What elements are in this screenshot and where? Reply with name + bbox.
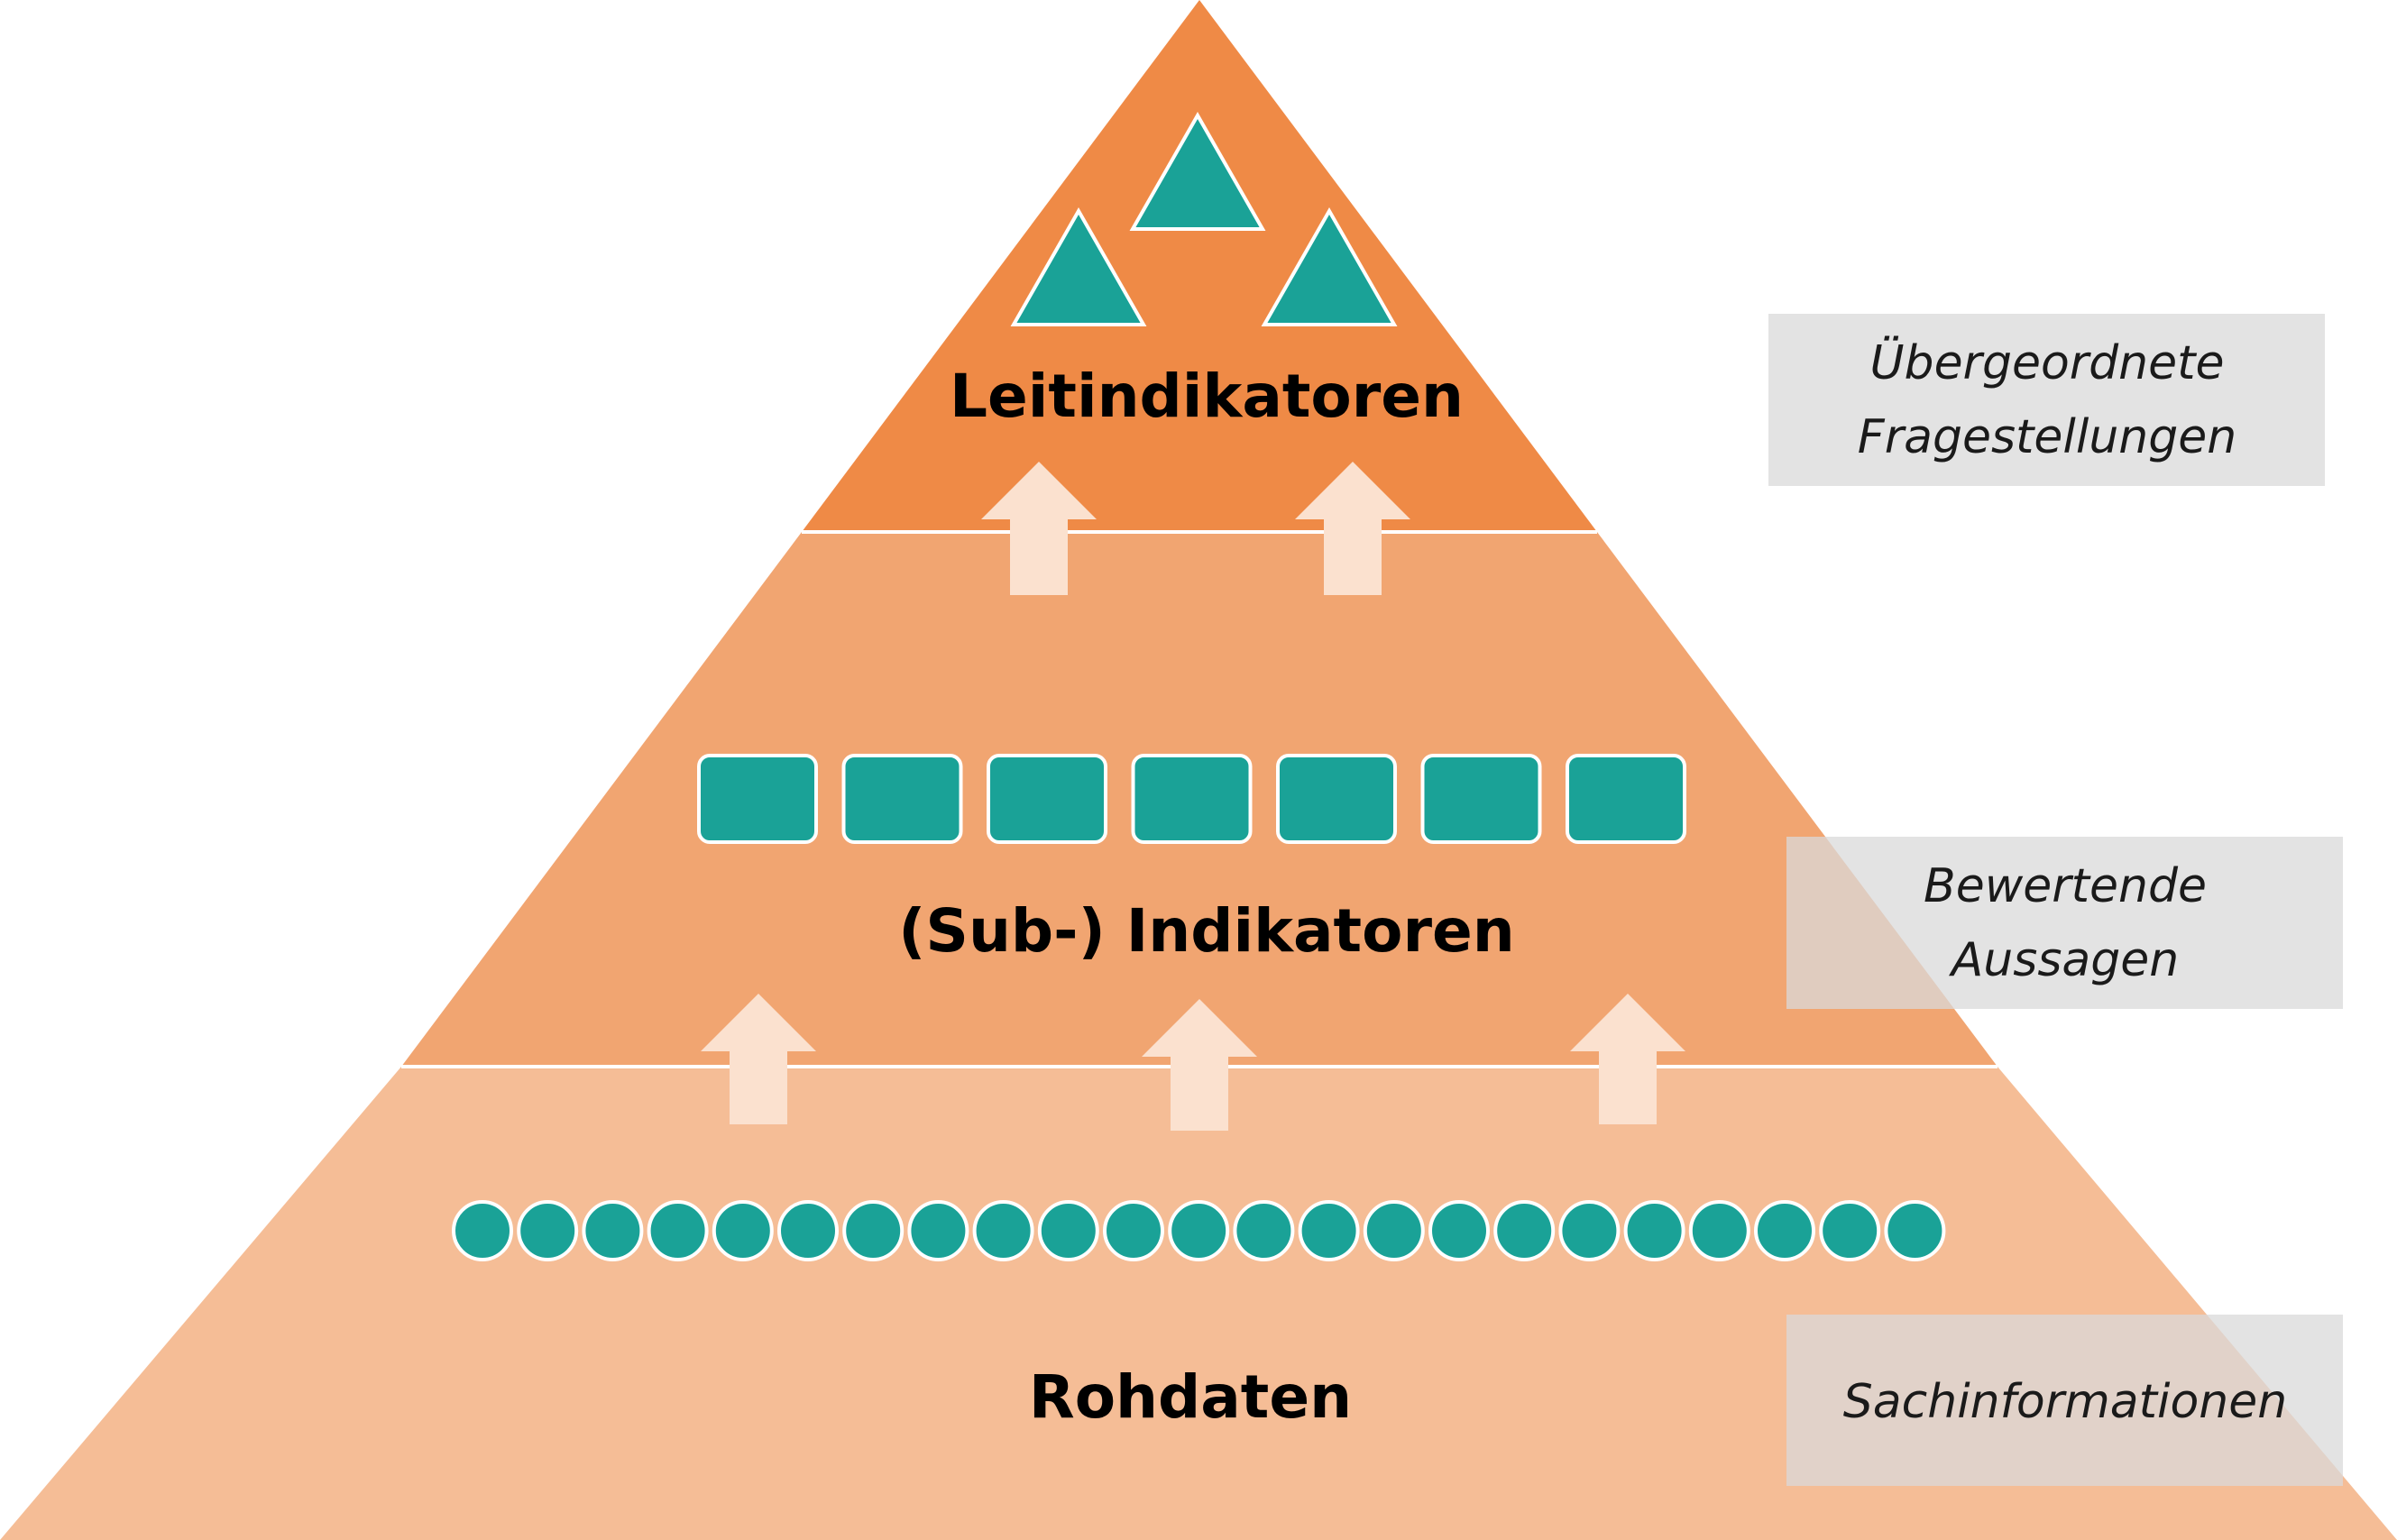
circle-icon [1298,1200,1360,1261]
circle-icon [1233,1200,1295,1261]
circle-icon [1168,1200,1230,1261]
note-box-middle [1786,837,2343,1009]
up-arrow-icon [981,462,1097,595]
rounded-square-icon [697,754,818,844]
circle-icon [1623,1200,1685,1261]
triangle-icon [1129,111,1266,231]
circle-icon [972,1200,1034,1261]
note-box-bottom [1786,1315,2343,1486]
circle-icon [452,1200,513,1261]
top-tier-shapes [1010,111,1398,326]
up-arrow-icon [1142,999,1257,1131]
circle-icon [1103,1200,1164,1261]
note-bottom-line1: Sachinformationen [1843,1375,2287,1429]
middle-tier-shapes [697,754,1686,844]
up-arrow-icon [1295,462,1410,595]
circle-icon [647,1200,709,1261]
rounded-square-icon [1566,754,1686,844]
circle-icon [1493,1200,1556,1261]
triangle-icon [1010,206,1147,326]
up-arrow-icon [701,994,816,1124]
note-top-line1: Übergeordnete [1870,335,2225,390]
rounded-square-icon [841,754,963,844]
triangle-icon [1261,206,1398,326]
rounded-square-icon [1420,754,1542,844]
note-box-top [1768,314,2325,486]
circle-icon [1884,1200,1946,1261]
tier-label-bottom: Rohdaten [1029,1362,1352,1432]
circle-icon [1688,1200,1750,1261]
circle-icon [1558,1200,1621,1261]
up-arrow-icon [1570,994,1685,1124]
pyramid-tier-top [802,0,1597,532]
circle-icon [777,1200,839,1261]
circle-icon [907,1200,969,1261]
circle-icon [1754,1200,1815,1261]
note-middle-line2: Aussagen [1949,933,2180,987]
tier-label-top: Leitindikatoren [950,362,1464,431]
circle-icon [1363,1200,1425,1261]
arrows-group [701,462,1685,1131]
circle-icon [1819,1200,1881,1261]
circle-icon [842,1200,905,1261]
tier-label-middle: (Sub-) Indikatoren [898,896,1515,966]
rounded-square-icon [987,754,1107,844]
circle-icon [712,1200,774,1261]
circle-icon [1428,1200,1490,1261]
circle-icon [517,1200,579,1261]
circle-icon [582,1200,644,1261]
bottom-tier-shapes [452,1200,1946,1261]
rounded-square-icon [1131,754,1253,844]
circle-icon [1037,1200,1099,1261]
rounded-square-icon [1276,754,1397,844]
note-middle-line1: Bewertende [1924,859,2207,913]
note-top-line2: Fragestellungen [1858,410,2236,464]
